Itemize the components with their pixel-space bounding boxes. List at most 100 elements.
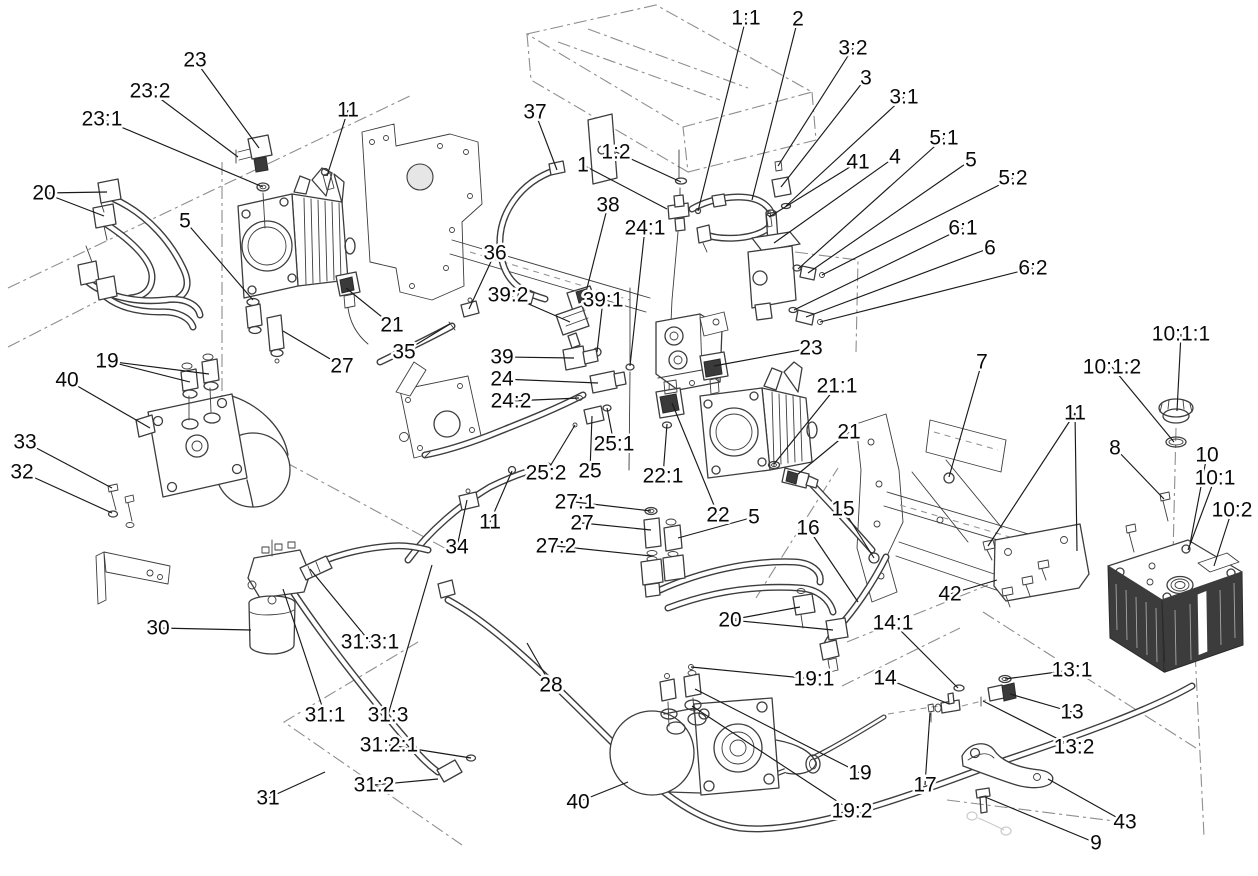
hose-16-15-group: [819, 552, 880, 673]
clamp-34: [458, 491, 480, 511]
leader-line-3: [780, 77, 867, 188]
bolt-8-b: [1125, 523, 1137, 553]
washer-13-1: [998, 674, 1012, 684]
callout-36: 36: [483, 242, 506, 265]
leader-line-10: [1189, 454, 1208, 545]
callout-21: 21: [380, 314, 403, 337]
leader-line-4: [773, 156, 896, 244]
callout-27-2: 27:2: [536, 535, 577, 558]
leader-line-31: [267, 771, 326, 799]
filter-30-group: [247, 539, 477, 783]
washer-32: [107, 510, 119, 518]
leader-line-31-2: [373, 778, 439, 786]
fitting-19-a: [180, 368, 199, 392]
leader-line-20: [43, 192, 105, 217]
ball-1-1: [694, 207, 702, 215]
leader-line-11: [987, 412, 1076, 547]
o-ring-6-2: [817, 319, 823, 325]
leader-line-33: [24, 441, 113, 489]
leader-line-27-2: [555, 545, 652, 557]
o-ring-31-2-1: [465, 754, 477, 762]
callout-25: 25: [578, 460, 601, 483]
nut-7: [943, 472, 955, 484]
tank-top-plate: [1107, 539, 1243, 601]
callout-3-1: 3:1: [889, 86, 918, 109]
fitting-27-middle: [643, 517, 662, 549]
leader-line-39-2: [507, 294, 571, 323]
leader-line-34: [456, 499, 468, 548]
hose-37: [496, 166, 560, 303]
leader-line-7: [948, 361, 983, 478]
callout-24: 24: [490, 368, 514, 391]
clamp-36: [460, 300, 480, 318]
leader-line-10-1-2: [1111, 366, 1175, 443]
leader-line-24: [501, 378, 599, 384]
callout-25-2: 25:2: [526, 462, 567, 485]
leader-line-36: [468, 252, 496, 310]
bolt-3-2: [774, 160, 783, 172]
fitting-19-c: [659, 678, 677, 702]
right-pump-assembly: [655, 351, 819, 489]
bolt-9: [975, 787, 991, 814]
callout-10-1-1: 10:1:1: [1152, 323, 1210, 346]
callout-20: 20: [718, 609, 741, 632]
bolt-33: [107, 483, 119, 511]
callout-28: 28: [539, 674, 562, 697]
callout-39: 39: [490, 346, 513, 369]
o-ring-23-1: [256, 182, 270, 192]
callout-23: 23: [799, 337, 822, 360]
callout-13: 13: [1060, 701, 1083, 724]
left-hose-group-20: [77, 178, 122, 301]
leader-line-20: [43, 191, 108, 194]
leader-line-20: [729, 606, 801, 621]
leader-line-5: [184, 220, 254, 301]
callout-6-1: 6:1: [948, 217, 977, 240]
callout-40: 40: [55, 369, 78, 392]
tank-cap-10-1-1: [1158, 398, 1194, 418]
plate-42-group: [993, 523, 1090, 608]
leader-line-11: [326, 109, 349, 177]
leader-line-14-1: [892, 622, 959, 689]
callout-7: 7: [976, 351, 988, 374]
leader-line-32: [21, 471, 113, 514]
callout-31-1: 31:1: [305, 704, 346, 727]
leader-line-24-1: [629, 227, 646, 367]
leader-line-16: [807, 527, 859, 603]
callout-37: 37: [523, 101, 546, 124]
leader-line-3-2: [777, 47, 854, 167]
callout-31-3: 31:3: [368, 704, 409, 727]
leader-line-6-1: [793, 227, 964, 311]
callout-6: 6: [984, 237, 996, 260]
callout-27: 27: [570, 512, 593, 535]
callout-17: 17: [913, 774, 936, 797]
leader-line-39: [501, 356, 575, 359]
leader-line-17: [924, 712, 931, 786]
fitting-19-b: [201, 358, 220, 384]
callout-14-1: 14:1: [873, 612, 914, 635]
callout-3-2: 3:2: [838, 37, 867, 60]
leader-line-19: [106, 360, 210, 375]
leader-line-22: [671, 402, 719, 516]
fitting-27-left: [266, 314, 285, 352]
callout-19-1: 19:1: [794, 668, 835, 691]
callout-21-1: 21:1: [817, 375, 858, 398]
callout-40: 40: [566, 791, 589, 814]
elbow-39: [562, 345, 587, 371]
callout-30: 30: [146, 617, 169, 640]
pin-17: [927, 703, 935, 723]
callout-16: 16: [796, 517, 819, 540]
fitting-24: [589, 370, 618, 394]
ghost-part: [966, 811, 1012, 836]
leader-line-13: [1009, 693, 1073, 713]
nut-15: [868, 552, 880, 564]
callout-5-1: 5:1: [929, 127, 958, 150]
leader-line-2: [751, 18, 799, 201]
leader-line-31-2-1: [388, 744, 472, 759]
leader-line-1-2: [615, 151, 682, 183]
leader-line-23-2: [149, 90, 239, 158]
callout-11: 11: [337, 99, 359, 122]
callout-39-1: 39:1: [583, 289, 624, 312]
callout-24-1: 24:1: [625, 217, 666, 240]
callout-19: 19: [848, 762, 871, 785]
callout-21: 21: [837, 421, 860, 444]
